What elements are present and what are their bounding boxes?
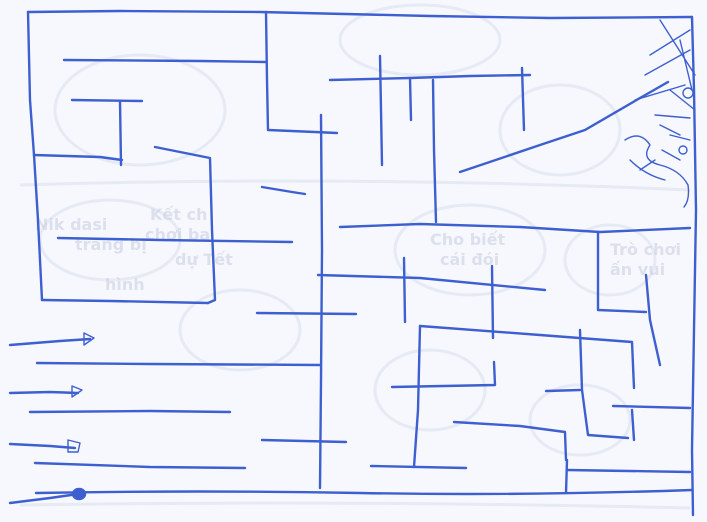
maze-wall [10,494,78,503]
maze-wall [330,75,530,80]
maze-wall [371,466,466,468]
maze-wall [266,12,337,133]
maze-wall [10,444,75,448]
maze-wall [567,470,690,472]
maze-wall [320,115,322,488]
maze-wall [155,147,215,303]
maze-wall [566,460,567,493]
maze-wall [492,266,493,338]
entry-marker-2 [72,386,82,397]
maze-wall [340,224,690,232]
maze-wall [262,440,346,442]
maze-wall [120,101,121,165]
maze-wall [10,392,78,393]
maze-wall [392,362,495,387]
maze-wall [318,275,545,290]
maze-wall [632,410,634,440]
maze-bottom-wall [36,490,692,494]
maze-left-wall [28,12,34,155]
maze-wall [460,82,668,172]
maze-wall [380,56,382,165]
maze-wall [410,78,411,120]
maze-top-wall [28,11,692,18]
maze-wall [72,100,142,101]
scribble-area [683,88,693,98]
maze-wall [10,339,90,345]
maze-wall [454,422,566,460]
maze-wall [262,187,305,194]
maze-wall [546,390,580,391]
maze-wall [420,326,634,388]
maze-wall [522,68,524,130]
scribble-area [625,136,689,207]
maze-wall [35,463,245,468]
maze-wall [58,238,292,242]
scribble-area [630,135,690,180]
maze-wall [580,330,628,438]
maze-wall [646,275,660,365]
maze-wall [414,326,420,467]
maze-wall [34,155,42,300]
maze-wall [433,80,436,222]
entry-marker-4 [73,489,85,499]
maze-wall [257,313,356,314]
maze-wall [404,258,405,322]
maze-wall [37,363,320,365]
maze-wall [64,60,265,62]
entry-marker-3 [68,440,80,452]
maze-wall [30,411,230,412]
maze-wall [598,232,646,312]
maze-wall [34,155,122,160]
maze-wall [42,300,208,303]
maze-wall [613,406,690,408]
scribble-area [679,146,687,154]
scribble-area [655,115,690,135]
